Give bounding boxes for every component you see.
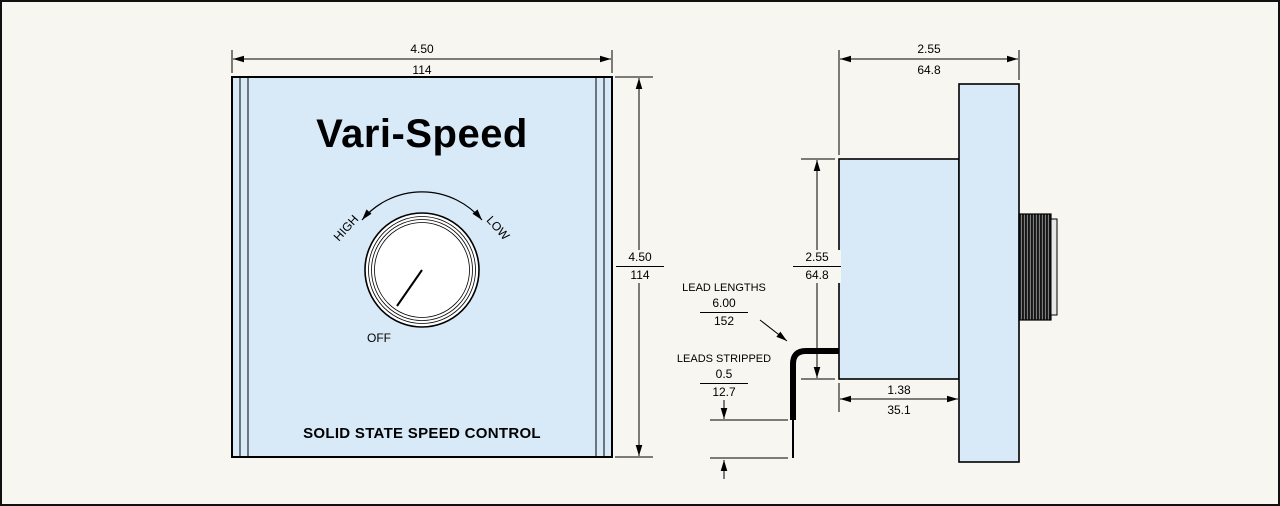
side-faceplate <box>958 83 1020 463</box>
knob-pointer <box>396 269 423 307</box>
side-body-depth-mm: 35.1 <box>887 403 911 417</box>
dial-arc <box>361 191 483 221</box>
side-depth-mm: 64.8 <box>917 63 941 77</box>
leads-stripped-inches: 0.5 <box>700 367 748 384</box>
lead-lengths-inches: 6.00 <box>700 296 748 313</box>
front-height-mm: 114 <box>630 268 650 282</box>
dial-off-label: OFF <box>367 331 391 345</box>
side-depth-inches: 2.55 <box>917 42 941 56</box>
lead-lengths-mm: 152 <box>713 314 735 328</box>
knob <box>364 212 480 328</box>
front-height-dim-text: 4.50 114 <box>616 250 664 283</box>
front-footer-text: SOLID STATE SPEED CONTROL <box>303 425 541 442</box>
side-body-height-mm: 64.8 <box>805 268 829 282</box>
leads-stripped-mm: 12.7 <box>712 385 736 399</box>
front-width-dimension <box>231 50 613 73</box>
side-body-depth-dimension <box>838 383 960 412</box>
side-body-height-inches: 2.55 <box>793 250 841 267</box>
lead-lengths-leader <box>759 319 788 342</box>
front-width-inches: 4.50 <box>410 42 434 56</box>
side-depth-dimension <box>838 50 1020 155</box>
side-body-height-dim-text: 2.55 64.8 <box>793 250 841 283</box>
side-knob-cap <box>1050 218 1058 316</box>
side-knob-knurled <box>1018 213 1052 321</box>
lead-lengths-dim-text: 6.00 152 <box>700 296 748 329</box>
side-view <box>710 50 1058 479</box>
side-body <box>838 158 960 380</box>
leads-stripped-dim-text: 0.5 12.7 <box>700 367 748 400</box>
side-body-depth-inches: 1.38 <box>887 383 911 397</box>
front-height-inches: 4.50 <box>616 250 664 267</box>
front-width-mm: 114 <box>412 63 432 77</box>
leads-stripped-dimension <box>710 400 788 479</box>
lead-lengths-label: LEAD LENGTHS <box>682 282 766 294</box>
product-title: Vari-Speed <box>316 112 528 156</box>
leads-stripped-label: LEADS STRIPPED <box>676 353 772 365</box>
lead-wire <box>790 348 839 458</box>
